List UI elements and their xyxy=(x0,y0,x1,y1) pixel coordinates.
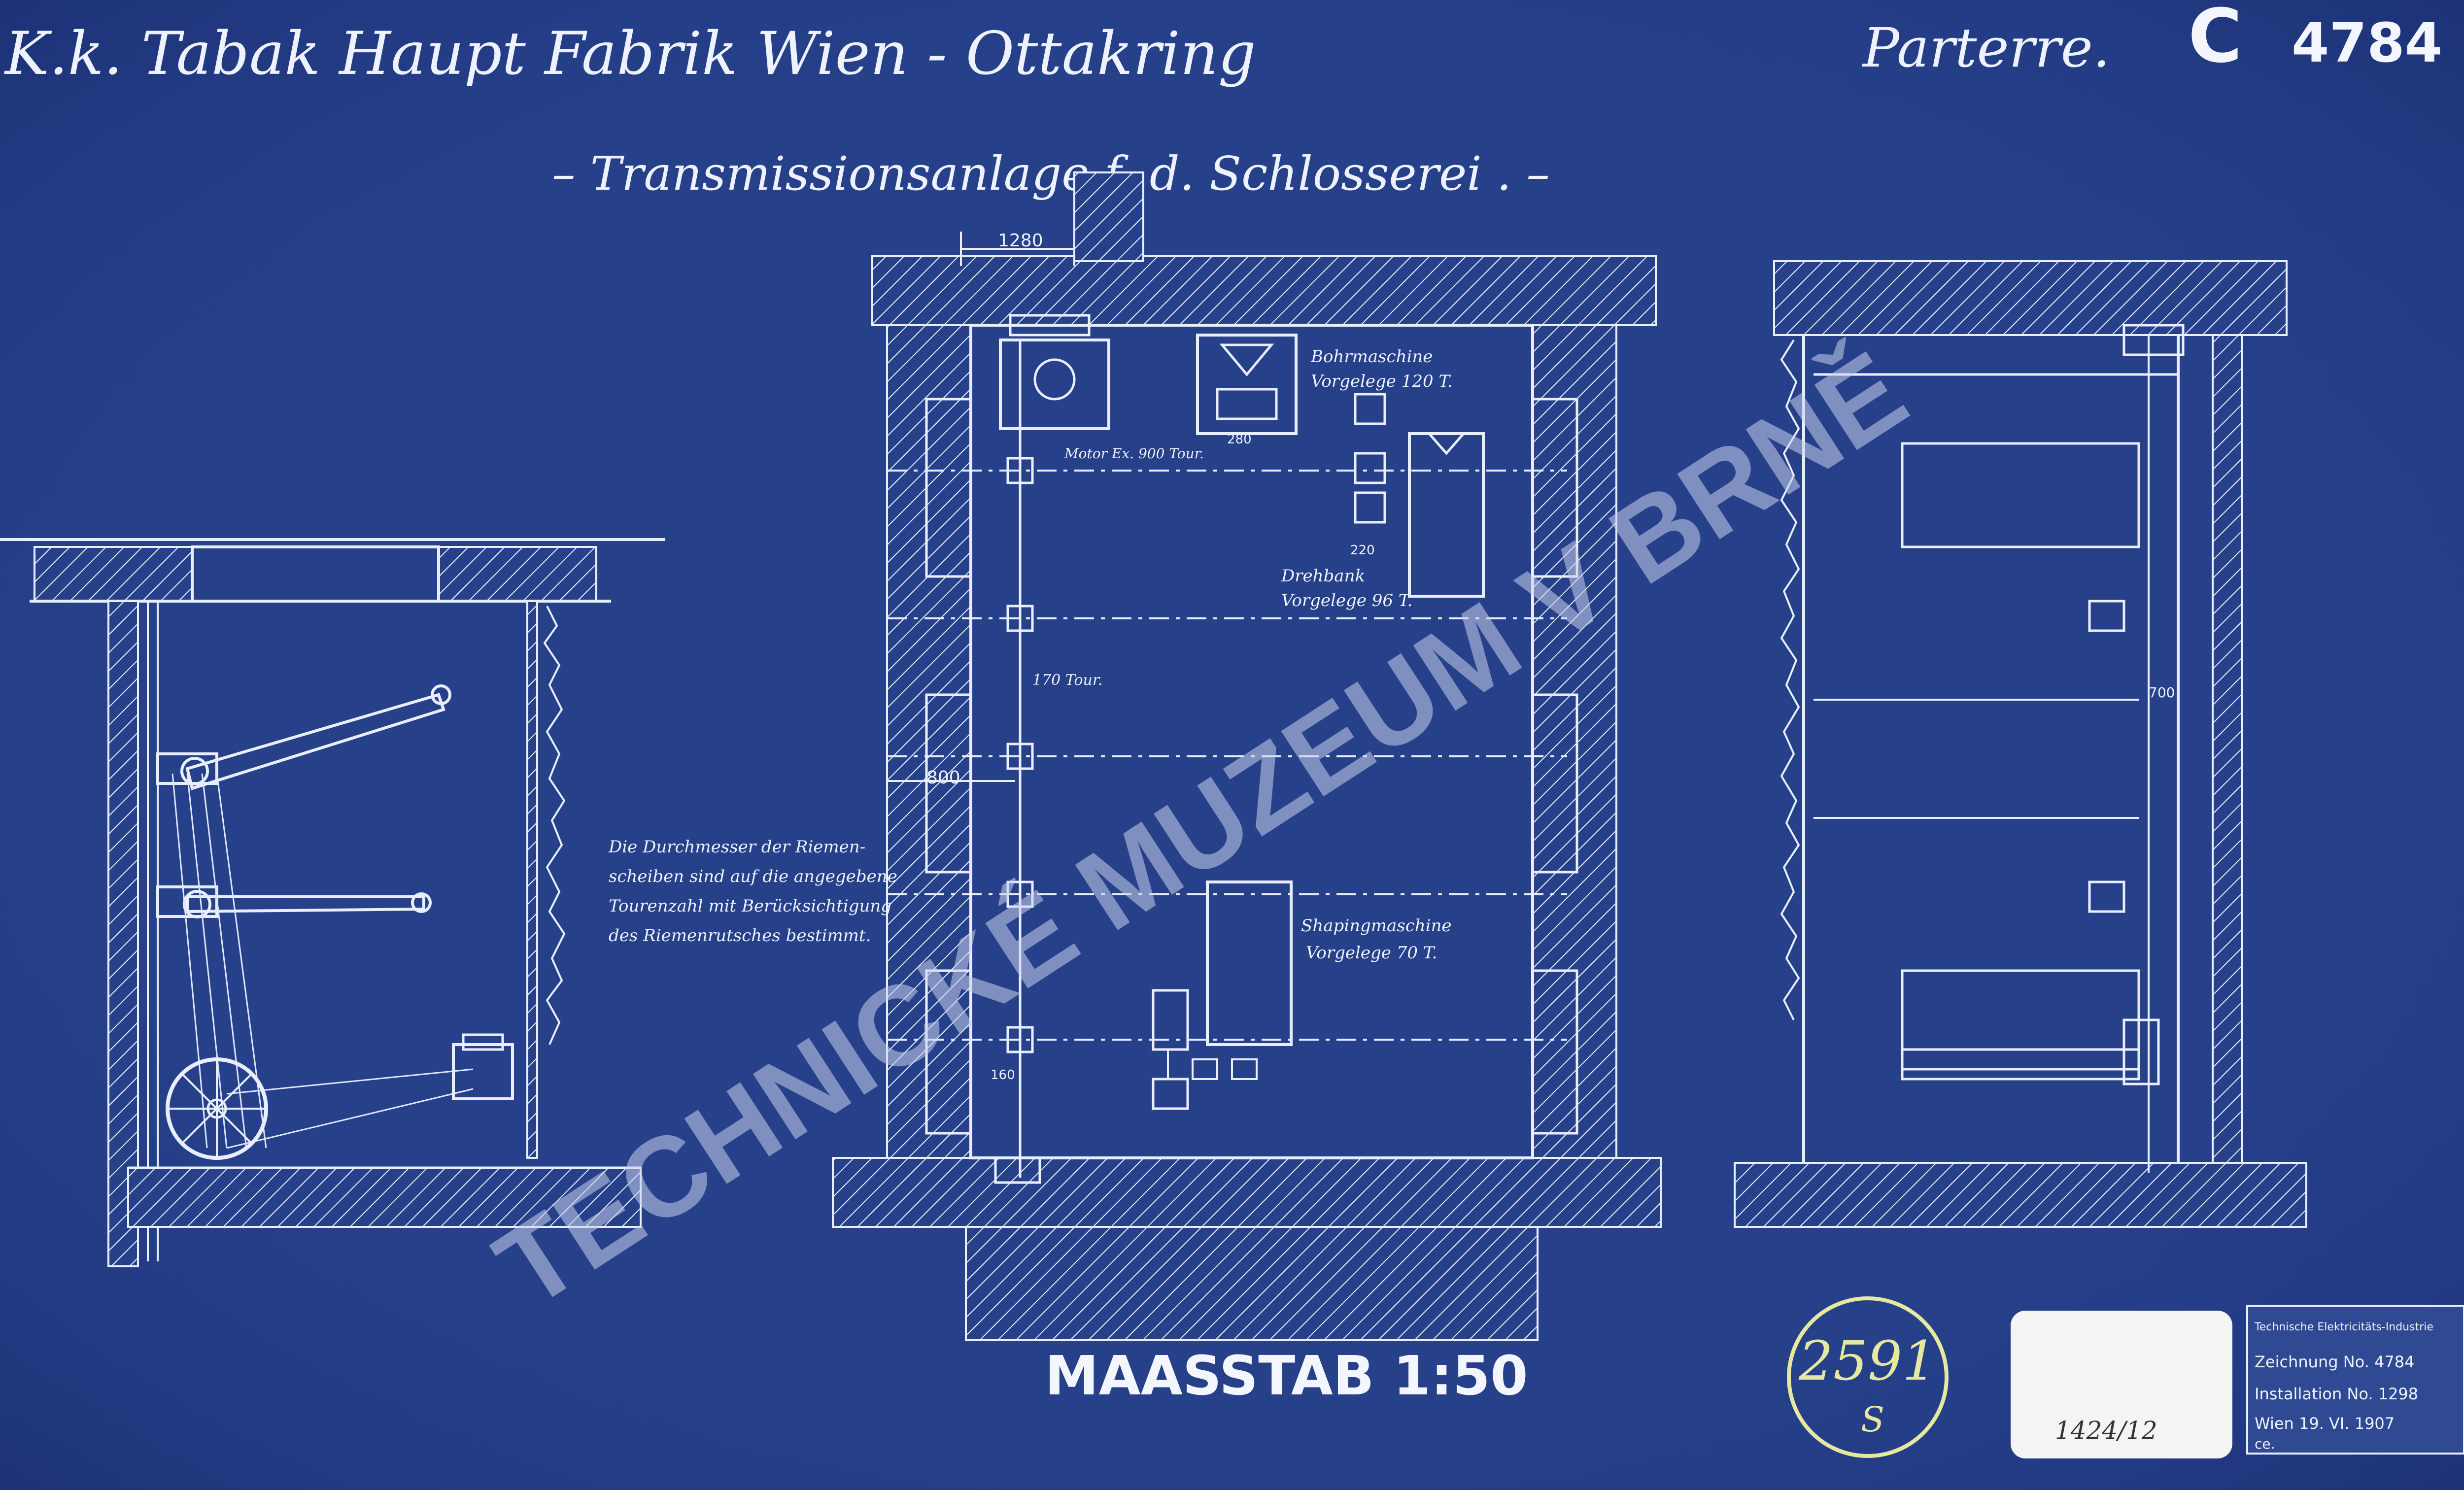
dim-220: 220 xyxy=(1350,543,1375,558)
stamp-place-date: Wien 19. VI. 1907 xyxy=(2255,1414,2395,1433)
archive-label-text: 1424/12 xyxy=(2055,1416,2157,1445)
label-bohr-vorgelege: Vorgelege 120 T. xyxy=(1311,372,1453,391)
label-drehbank: Drehbank xyxy=(1281,566,1365,586)
archive-label xyxy=(2011,1311,2232,1458)
belt-diameter-note: Die Durchmesser der Riemen- scheiben sin… xyxy=(608,837,897,946)
dim-280: 280 xyxy=(1227,432,1252,447)
drawing-letter: C xyxy=(2188,0,2242,79)
note-line-3: Tourenzahl mit Berücksichtigung xyxy=(609,896,891,916)
factory-title: K.k. Tabak Haupt Fabrik Wien - Ottakring xyxy=(4,20,1256,88)
note-line-4: des Riemenrutsches bestimmt. xyxy=(609,926,871,946)
label-shaft-speed: 170 Tour. xyxy=(1032,672,1102,689)
drawing-subtitle: – Transmissionsanlage f. d. Schlosserei … xyxy=(552,147,1550,201)
note-line-2: scheiben sind auf die angegebene xyxy=(609,867,897,886)
stamp-installation-no: Installation No. 1298 xyxy=(2255,1385,2418,1403)
archive-stamp xyxy=(1787,1296,1949,1458)
archive-number: 2591 xyxy=(1798,1329,1937,1392)
label-bohrmaschine: Bohrmaschine xyxy=(1310,347,1433,367)
label-motor: Motor Ex. 900 Tour. xyxy=(1064,445,1204,462)
archive-suffix: S xyxy=(1861,1399,1884,1440)
stamp-drawing-no: Zeichnung No. 4784 xyxy=(2255,1353,2414,1371)
label-shaping-vorgelege: Vorgelege 70 T. xyxy=(1306,943,1437,963)
center-plan-view xyxy=(832,171,1662,1341)
left-section-view xyxy=(0,538,665,1267)
dim-700: 700 xyxy=(2149,684,2175,701)
installation-stamp: Technische Elektricitäts-Industrie Zeich… xyxy=(2246,1305,2464,1455)
note-line-1: Die Durchmesser der Riemen- xyxy=(608,837,865,857)
stamp-header: Technische Elektricitäts-Industrie xyxy=(2254,1321,2433,1333)
stamp-initials: ce. xyxy=(2255,1436,2275,1452)
dim-160: 160 xyxy=(991,1068,1015,1083)
drawing-number: 4784 xyxy=(2292,11,2442,74)
scale-label: MAASSTAB 1:50 xyxy=(1045,1344,1528,1407)
right-section-view xyxy=(1734,260,2307,1228)
floor-label: Parterre. xyxy=(1862,16,2110,79)
label-shapingmaschine: Shapingmaschine xyxy=(1301,916,1452,936)
dim-800: 800 xyxy=(926,768,960,788)
dim-1280: 1280 xyxy=(998,231,1043,251)
label-dreh-vorgelege: Vorgelege 96 T. xyxy=(1281,591,1412,610)
